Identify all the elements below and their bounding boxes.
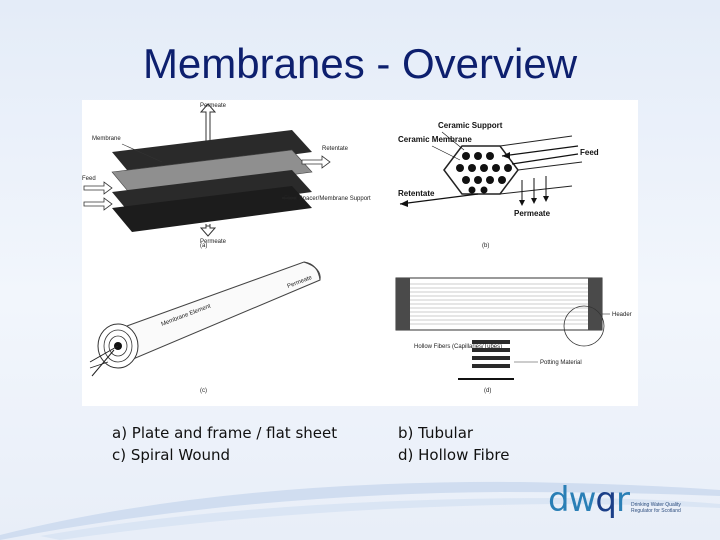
panel-a-label-spacer: Fluid Spacer/Membrane Support — [284, 196, 371, 202]
caption-hollow-fibre: d) Hollow Fibre — [398, 446, 510, 464]
panel-a-label-retentate: Retentate — [322, 146, 349, 152]
panel-a-label-membrane: Membrane — [92, 136, 121, 142]
panel-d-letter: (d) — [484, 388, 491, 394]
panel-d-hollow-fibre: Header Hollow Fibers (Capillaries/Tubes)… — [395, 277, 632, 394]
panel-b-label-retentate: Retentate — [398, 189, 435, 198]
panel-a-plate-frame: Permeate Feed Retentate Membrane Fluid S… — [82, 103, 371, 249]
caption-tubular: b) Tubular — [398, 424, 474, 442]
panel-d-label-header: Header — [612, 312, 632, 318]
caption-left: a) Plate and frame / flat sheet c) Spira… — [112, 422, 337, 466]
panel-a-label-feed: Feed — [82, 176, 96, 182]
logo-wordmark: dwqr — [548, 480, 630, 520]
panel-a-letter: (a) — [200, 243, 207, 249]
dwqr-logo: dwqr Drinking Water Quality Regulator fo… — [548, 480, 698, 526]
panel-d-label-potting: Potting Material — [540, 360, 582, 366]
panel-b-label-permeate: Permeate — [514, 209, 551, 218]
membrane-diagrams-figure: Permeate Feed Retentate Membrane Fluid S… — [82, 100, 638, 406]
slide-title: Membranes - Overview — [142, 40, 578, 87]
caption-spiral-wound: c) Spiral Wound — [112, 446, 231, 464]
panel-b-label-ceramic-support: Ceramic Support — [438, 121, 503, 130]
logo-tagline: Drinking Water Quality Regulator for Sco… — [631, 502, 681, 514]
panel-b-label-ceramic-membrane: Ceramic Membrane — [398, 135, 472, 144]
panel-a-label-permeate-bottom: Permeate — [200, 239, 227, 245]
panel-c-letter: (c) — [200, 388, 207, 394]
caption-plate-frame: a) Plate and frame / flat sheet — [112, 424, 338, 442]
membrane-diagrams-svg: Permeate Feed Retentate Membrane Fluid S… — [82, 103, 632, 394]
panel-d-label-hollow-fibers: Hollow Fibers (Capillaries/Tubes) — [414, 344, 502, 350]
caption-right: b) Tubular d) Hollow Fibre — [398, 422, 509, 466]
decorative-swoosh — [0, 481, 720, 540]
panel-b-tubular: Feed Permeate Retentate Ceramic Support … — [398, 121, 599, 249]
panel-c-spiral-wound: Membrane Element Permeate (c) — [89, 261, 321, 394]
panel-b-letter: (b) — [482, 243, 489, 249]
panel-b-label-feed: Feed — [580, 148, 599, 157]
panel-a-label-permeate-top: Permeate — [200, 103, 227, 109]
